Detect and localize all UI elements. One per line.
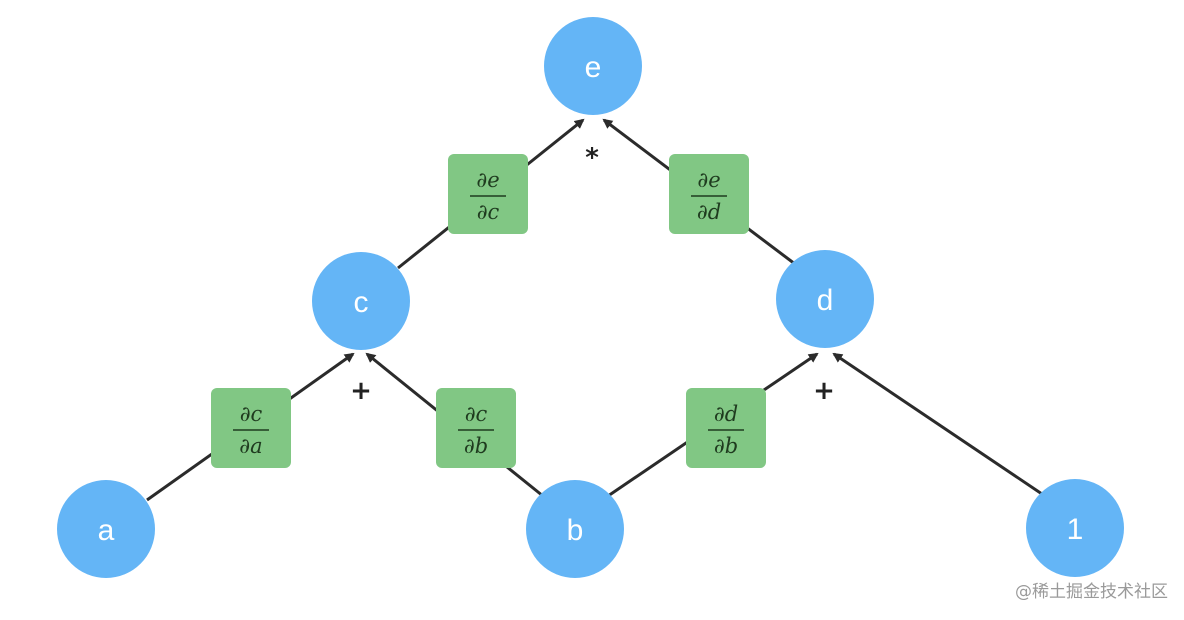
node-c: c xyxy=(312,252,410,350)
fraction-denominator: ∂b xyxy=(464,434,488,458)
fraction-numerator: ∂c xyxy=(465,402,488,426)
node-label: b xyxy=(567,514,584,547)
node-label: e xyxy=(585,51,602,84)
fraction-numerator: ∂d xyxy=(714,402,738,426)
fraction-denominator: ∂a xyxy=(239,434,262,458)
edge-label-dd-db: ∂d ∂b xyxy=(686,388,766,468)
edge-label-de-dc: ∂e ∂c xyxy=(448,154,528,234)
fraction-denominator: ∂c xyxy=(477,200,500,224)
node-label: d xyxy=(817,284,834,317)
node-1: 1 xyxy=(1026,479,1124,577)
node-a: a xyxy=(57,480,155,578)
fraction-denominator: ∂b xyxy=(714,434,738,458)
fraction-numerator: ∂e xyxy=(697,168,720,192)
edge-1-to-d xyxy=(832,352,1043,496)
watermark: @稀土掘金技术社区 xyxy=(1015,582,1168,602)
operator-add-c: + xyxy=(350,376,372,406)
fraction-numerator: ∂e xyxy=(476,168,499,192)
edge-label-dc-da: ∂c ∂a xyxy=(211,388,291,468)
operator-multiply: * xyxy=(585,143,599,173)
node-label: 1 xyxy=(1067,513,1084,546)
edge-label-dc-db: ∂c ∂b xyxy=(436,388,516,468)
node-d: d xyxy=(776,250,874,348)
node-label: a xyxy=(98,514,115,547)
node-label: c xyxy=(354,286,369,319)
fraction-numerator: ∂c xyxy=(240,402,263,426)
node-e: e xyxy=(544,17,642,115)
node-b: b xyxy=(526,480,624,578)
operator-add-d: + xyxy=(813,376,835,406)
edge-label-de-dd: ∂e ∂d xyxy=(669,154,749,234)
fraction-denominator: ∂d xyxy=(697,200,721,224)
